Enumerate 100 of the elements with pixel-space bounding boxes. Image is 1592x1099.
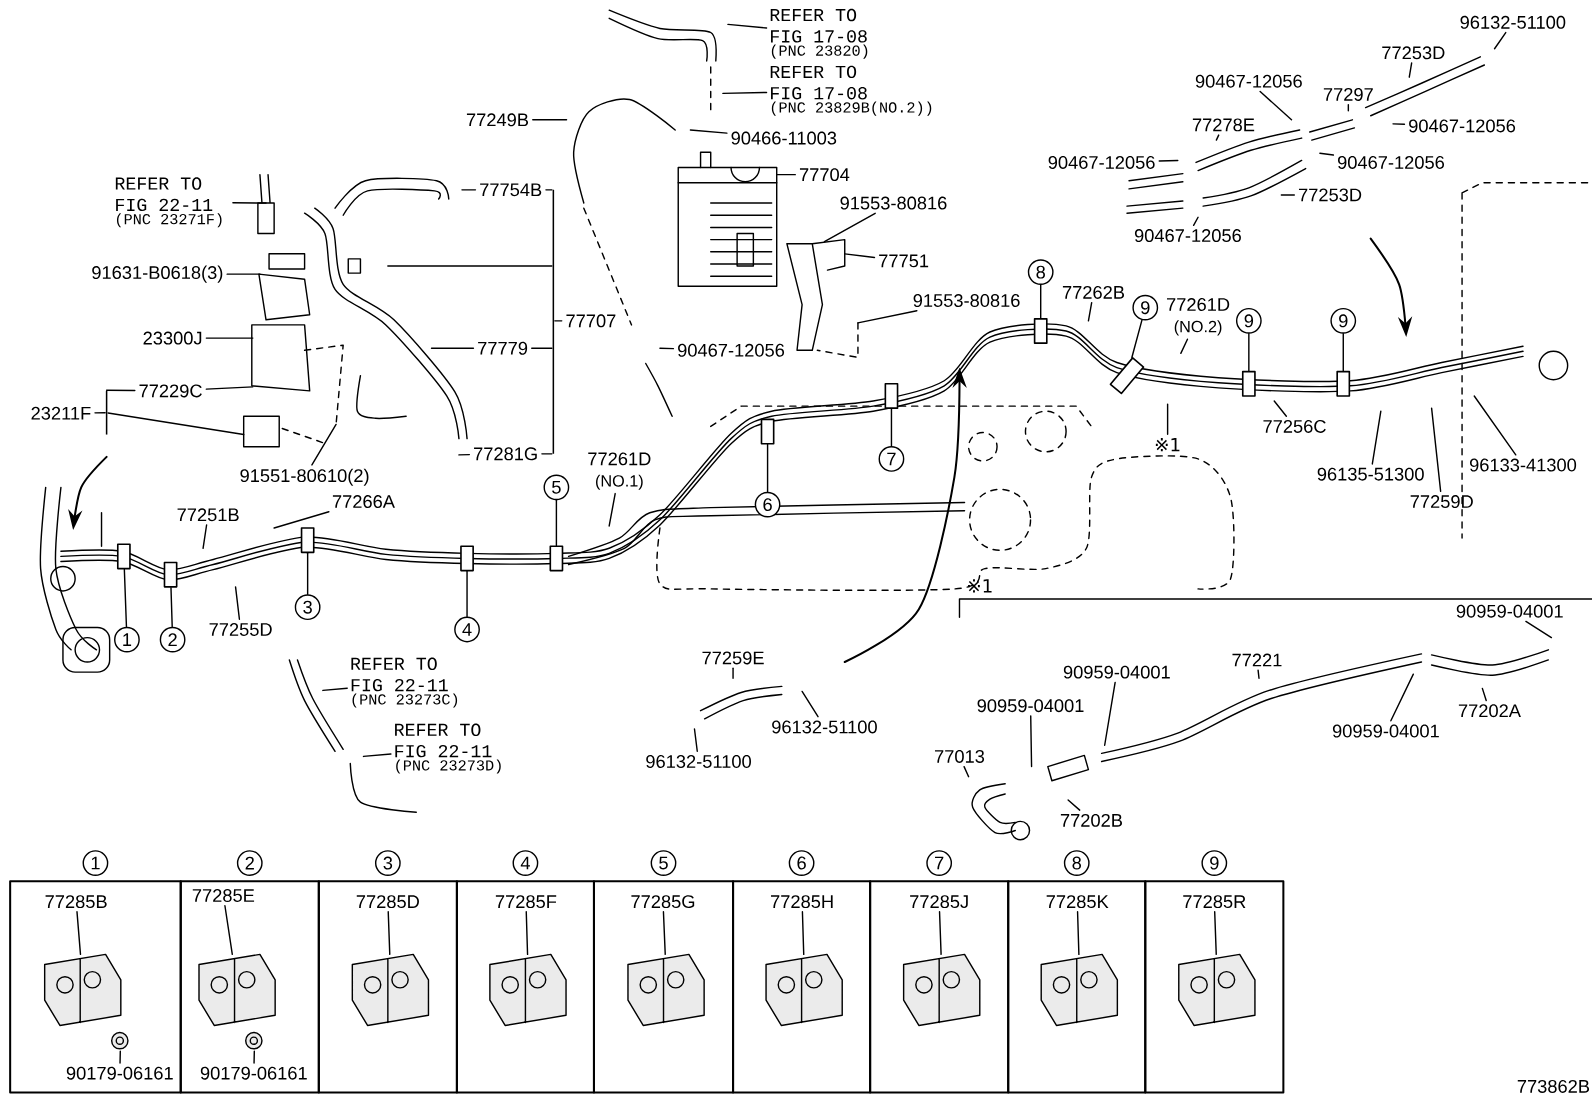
leader-line bbox=[234, 586, 241, 621]
clamp-drawing bbox=[43, 953, 122, 1027]
part-number: 77285J bbox=[910, 895, 968, 909]
part-number: 77249B bbox=[466, 113, 529, 127]
part-number: 77255D bbox=[209, 623, 272, 637]
leader-line bbox=[1319, 152, 1335, 156]
clamp bbox=[760, 418, 775, 445]
leader-line bbox=[387, 911, 391, 956]
leader-line bbox=[76, 911, 82, 956]
table-cell bbox=[455, 850, 595, 1094]
part-number: 90959-04001 bbox=[977, 699, 1084, 713]
part-number: 90959-04001 bbox=[1063, 665, 1170, 679]
leader-line bbox=[322, 687, 348, 692]
leader-line bbox=[205, 386, 254, 391]
part-number: 77278E bbox=[1192, 118, 1255, 132]
bracket bbox=[105, 391, 108, 435]
callout-number: 8 bbox=[1063, 850, 1090, 877]
leader-line bbox=[727, 23, 768, 29]
leader-line bbox=[662, 911, 666, 956]
table-cell bbox=[179, 850, 320, 1094]
part-number: 91553-80816 bbox=[840, 196, 947, 210]
leader-line bbox=[1131, 319, 1143, 359]
part-number: 77779 bbox=[478, 342, 528, 355]
callout-number: 6 bbox=[754, 491, 781, 518]
leader-line bbox=[963, 766, 970, 778]
part-number: 91551-80610(2) bbox=[240, 468, 369, 486]
leader-line bbox=[119, 1050, 121, 1064]
leader-line bbox=[1040, 284, 1042, 319]
clamp-drawing bbox=[1178, 953, 1256, 1027]
part-number: 77281G bbox=[474, 447, 537, 461]
part-number: 77707 bbox=[566, 314, 616, 328]
leader-line bbox=[890, 408, 893, 447]
leader-line bbox=[532, 119, 568, 121]
callout-number: 7 bbox=[878, 446, 905, 473]
part-number: 91631-B0618(3) bbox=[92, 265, 223, 283]
part-number: 77253D bbox=[1382, 46, 1445, 60]
leader-line bbox=[693, 728, 698, 753]
canister-drawing bbox=[677, 151, 778, 288]
leader-line bbox=[311, 423, 337, 466]
part-number: 90466-11003 bbox=[731, 131, 837, 145]
part-number: 77251B bbox=[177, 508, 239, 522]
leader-line bbox=[1103, 681, 1116, 747]
leader-line bbox=[1257, 669, 1260, 680]
callout-number: 8 bbox=[1027, 259, 1054, 286]
table-cell bbox=[1007, 850, 1147, 1094]
nut-drawing bbox=[245, 1032, 263, 1050]
nut-drawing bbox=[111, 1032, 129, 1050]
leader-line bbox=[273, 511, 330, 529]
clamp-drawing bbox=[627, 953, 705, 1027]
callout-number: 1 bbox=[114, 627, 140, 653]
leader-line bbox=[306, 552, 309, 596]
part-number: 77285F bbox=[495, 895, 557, 909]
mounting-bracket-drawing bbox=[786, 239, 859, 359]
leader-line bbox=[1392, 123, 1406, 126]
callout-number: 9 bbox=[1132, 294, 1159, 321]
leader-line bbox=[1259, 90, 1293, 121]
leader-line bbox=[1390, 673, 1415, 722]
clamp bbox=[163, 561, 178, 588]
clamp bbox=[549, 545, 564, 572]
callout-number: 3 bbox=[374, 850, 401, 877]
reference-note: REFER TO FIG 17-08 (PNC 23820) bbox=[770, 9, 868, 59]
callout-number: 5 bbox=[650, 850, 677, 877]
leader-line bbox=[387, 265, 553, 267]
part-number: 77285D bbox=[356, 895, 419, 909]
leader-line bbox=[94, 412, 106, 414]
part-number: 90467-12056 bbox=[1134, 229, 1241, 243]
callout-number: 4 bbox=[454, 616, 480, 643]
leader-line bbox=[1180, 338, 1189, 355]
leader-line bbox=[823, 212, 876, 243]
leader-line bbox=[608, 493, 616, 527]
clamp-drawing bbox=[489, 953, 567, 1027]
leader-line bbox=[202, 524, 208, 550]
leader-line bbox=[170, 587, 173, 628]
note-label: ※1 bbox=[968, 579, 992, 593]
reference-note: REFER TO FIG 22-11 (PNC 23273C) bbox=[351, 657, 458, 708]
leader-line bbox=[1481, 687, 1487, 702]
note-label: 773862B bbox=[1517, 1080, 1590, 1094]
callout-number: 2 bbox=[236, 850, 263, 877]
leader-line bbox=[1087, 302, 1093, 322]
callout-number: 1 bbox=[82, 850, 109, 877]
callout-number: 9 bbox=[1235, 308, 1262, 334]
leader-line bbox=[224, 905, 233, 956]
leader-line bbox=[1166, 403, 1169, 436]
clamp-drawing bbox=[1040, 953, 1119, 1027]
leader-line bbox=[689, 129, 728, 135]
leader-line bbox=[732, 667, 734, 680]
table-cell bbox=[9, 850, 182, 1094]
part-number: 77297 bbox=[1323, 88, 1373, 102]
leader-line bbox=[1347, 104, 1350, 112]
leader-line bbox=[766, 444, 769, 493]
callout-number: 7 bbox=[926, 850, 953, 877]
part-number: 77285B bbox=[45, 895, 107, 909]
part-number: 90467-12056 bbox=[678, 344, 785, 357]
part-number: 90179-06161 bbox=[200, 1066, 307, 1080]
leader-line bbox=[938, 911, 942, 956]
fuel-pump-drawing bbox=[242, 202, 344, 448]
callout-number: 6 bbox=[788, 850, 815, 877]
part-number: 77256C bbox=[1263, 420, 1326, 434]
leader-line bbox=[1214, 911, 1217, 956]
part-number: 77285G bbox=[631, 895, 695, 909]
